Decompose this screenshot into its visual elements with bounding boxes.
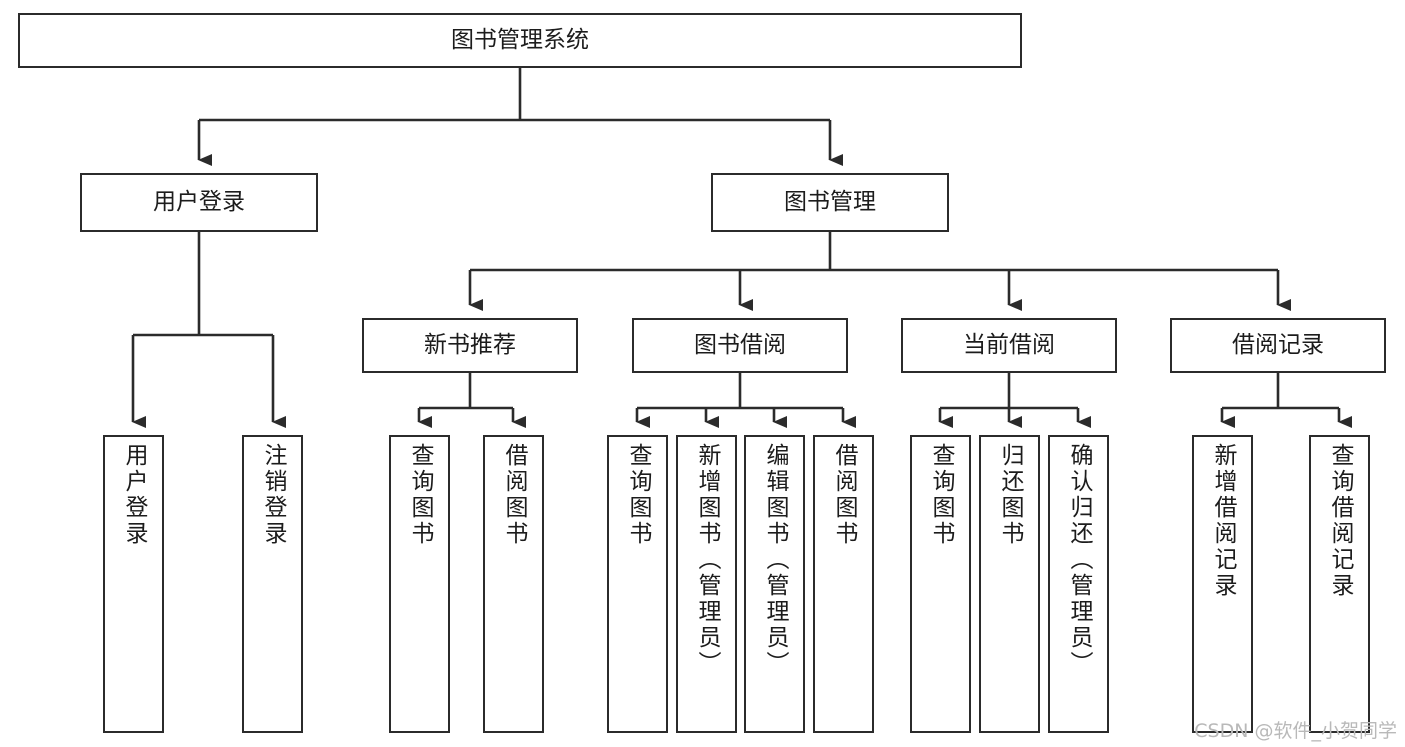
node-borrow-record[interactable]: 借阅记录	[1170, 318, 1386, 373]
node-label: 图书借阅	[694, 331, 786, 358]
node-label: 借阅图书	[831, 443, 857, 547]
leaf-user-login-1[interactable]: 注销登录	[242, 435, 303, 733]
node-label: 查询图书	[928, 443, 954, 547]
node-user-login[interactable]: 用户登录	[80, 173, 318, 232]
node-current-borrow[interactable]: 当前借阅	[901, 318, 1117, 373]
node-label: 编辑图书（管理员）	[762, 443, 788, 677]
node-label: 图书管理系统	[451, 26, 589, 53]
leaf-book-borrow-1[interactable]: 新增图书（管理员）	[676, 435, 737, 733]
leaf-current-borrow-1[interactable]: 归还图书	[979, 435, 1040, 733]
node-label: 新书推荐	[424, 331, 516, 358]
watermark-text: CSDN @软件_小贺同学	[1194, 720, 1397, 742]
node-label: 新增借阅记录	[1210, 443, 1236, 599]
node-label: 当前借阅	[963, 331, 1055, 358]
node-label: 查询借阅记录	[1327, 443, 1353, 599]
leaf-current-borrow-0[interactable]: 查询图书	[910, 435, 971, 733]
node-book-management[interactable]: 图书管理	[711, 173, 949, 232]
node-root-book-management-system[interactable]: 图书管理系统	[18, 13, 1022, 68]
node-label: 借阅图书	[501, 443, 527, 547]
node-book-borrow[interactable]: 图书借阅	[632, 318, 848, 373]
leaf-current-borrow-2[interactable]: 确认归还（管理员）	[1048, 435, 1109, 733]
leaf-book-borrow-2[interactable]: 编辑图书（管理员）	[744, 435, 805, 733]
node-label: 归还图书	[997, 443, 1023, 547]
leaf-book-borrow-3[interactable]: 借阅图书	[813, 435, 874, 733]
leaf-borrow-record-0[interactable]: 新增借阅记录	[1192, 435, 1253, 733]
node-new-book-recommend[interactable]: 新书推荐	[362, 318, 578, 373]
node-label: 用户登录	[121, 443, 147, 547]
leaf-borrow-record-1[interactable]: 查询借阅记录	[1309, 435, 1370, 733]
leaf-new-book-recommend-1[interactable]: 借阅图书	[483, 435, 544, 733]
node-label: 新增图书（管理员）	[694, 443, 720, 677]
leaf-book-borrow-0[interactable]: 查询图书	[607, 435, 668, 733]
node-label: 用户登录	[153, 188, 245, 215]
node-label: 确认归还（管理员）	[1066, 443, 1092, 677]
node-label: 查询图书	[407, 443, 433, 547]
node-label: 图书管理	[784, 188, 876, 215]
node-label: 注销登录	[260, 443, 286, 547]
node-label: 查询图书	[625, 443, 651, 547]
node-label: 借阅记录	[1232, 331, 1324, 358]
leaf-new-book-recommend-0[interactable]: 查询图书	[389, 435, 450, 733]
leaf-user-login-0[interactable]: 用户登录	[103, 435, 164, 733]
